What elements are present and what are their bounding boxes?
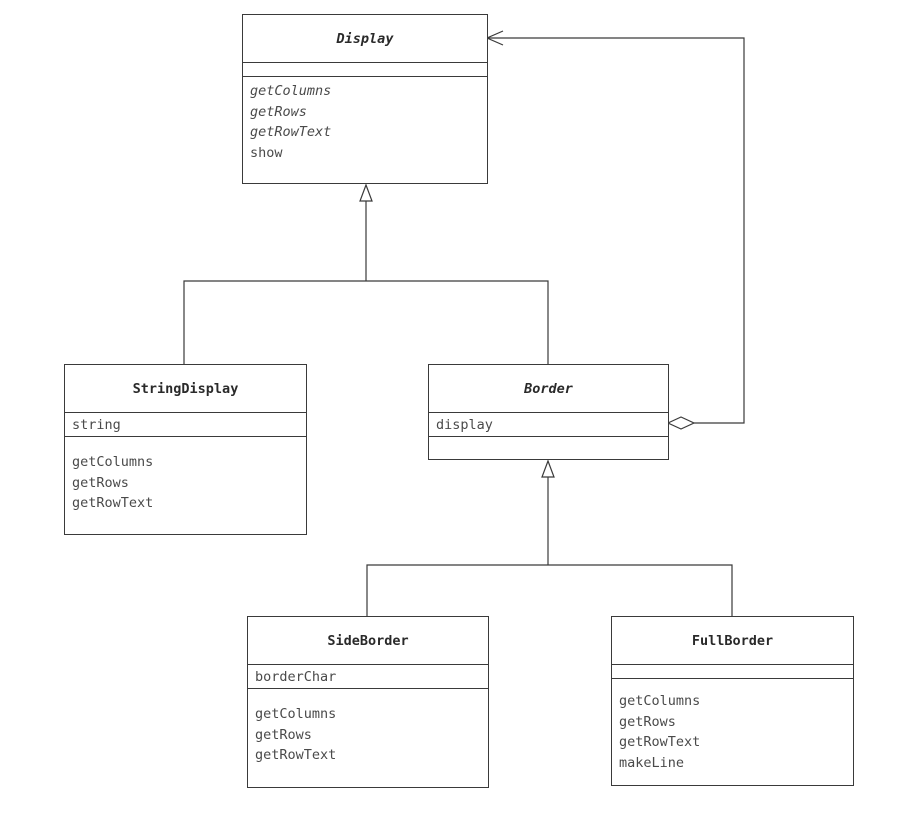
operation-compartment (429, 437, 668, 441)
operation: getRowText (619, 734, 701, 750)
operation: getRows (619, 713, 676, 730)
attribute-compartment: display (429, 413, 668, 437)
operation: getColumns (619, 693, 701, 709)
attribute: display (436, 417, 493, 433)
class-border: Border display (428, 364, 669, 460)
class-name: SideBorder (248, 617, 488, 665)
attribute-compartment: string (65, 413, 306, 437)
class-display: Display getColumns getRows getRowText sh… (242, 14, 488, 184)
operation: show (250, 144, 283, 161)
operation: getRows (250, 103, 307, 120)
operation: getColumns (250, 83, 332, 99)
operation: getRowText (255, 747, 337, 763)
class-stringdisplay: StringDisplay string getColumns getRows … (64, 364, 307, 535)
operation: getRows (72, 474, 129, 491)
attribute-compartment (243, 63, 487, 77)
operation: makeLine (619, 754, 685, 771)
generalization-line-border (366, 564, 733, 616)
operation-compartment: getColumns getRows getRowText (248, 689, 488, 766)
class-name: StringDisplay (65, 365, 306, 413)
generalization-arrowhead-border (541, 459, 555, 478)
operation: getRows (255, 726, 312, 743)
operation-compartment: getColumns getRows getRowText makeLine (612, 679, 853, 773)
generalization-line-display (183, 280, 549, 364)
operation: getColumns (255, 706, 337, 722)
aggregation-diamond (666, 416, 696, 430)
operation-compartment: getColumns getRows getRowText show (243, 77, 487, 163)
operation: getRowText (250, 124, 332, 140)
attribute-compartment (612, 665, 853, 679)
operation: getRowText (72, 495, 154, 511)
class-sideborder: SideBorder borderChar getColumns getRows… (247, 616, 489, 788)
class-name: Display (243, 15, 487, 63)
aggregation-line (487, 37, 745, 424)
class-name: FullBorder (612, 617, 853, 665)
operation-compartment: getColumns getRows getRowText (65, 437, 306, 514)
class-name: Border (429, 365, 668, 413)
class-fullborder: FullBorder getColumns getRows getRowText… (611, 616, 854, 786)
operation: getColumns (72, 454, 154, 470)
attribute-compartment: borderChar (248, 665, 488, 689)
generalization-arrowhead-display (359, 183, 373, 202)
attribute: borderChar (255, 669, 337, 685)
attribute: string (72, 417, 121, 433)
